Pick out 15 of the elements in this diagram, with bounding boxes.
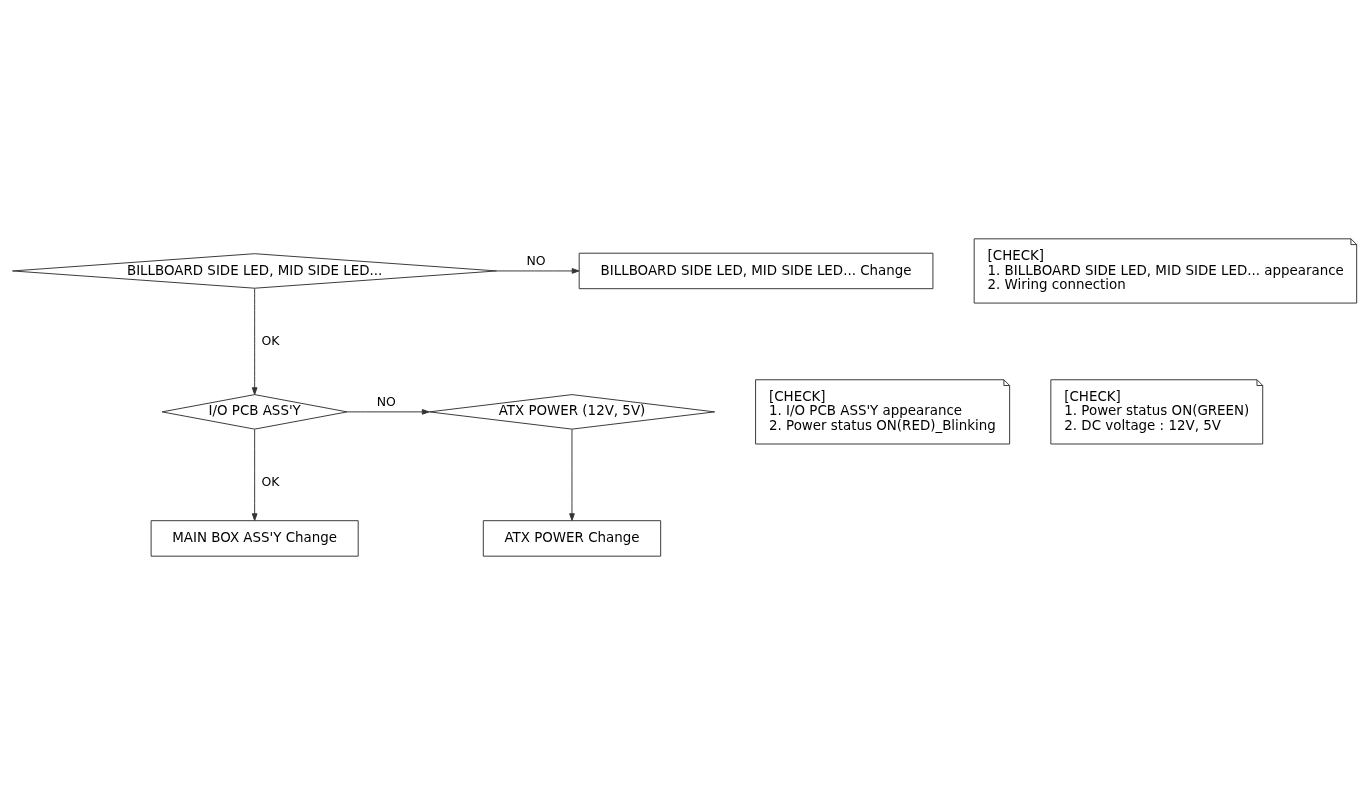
edge-label: OK (261, 332, 280, 348)
node-box: ATX POWER Change (482, 520, 662, 557)
node-diamond: BILLBOARD SIDE LED, MID SIDE LED... (12, 253, 498, 289)
node-diamond: I/O PCB ASS'Y (161, 394, 348, 430)
edge-label: OK (261, 473, 280, 489)
edge-label: NO (376, 393, 396, 409)
arrow (251, 287, 258, 395)
arrow (251, 428, 258, 521)
arrow (569, 428, 575, 521)
arrow (496, 268, 580, 274)
node-diamond: ATX POWER (12V, 5V) (428, 394, 716, 430)
arrow (346, 409, 430, 415)
node-box: BILLBOARD SIDE LED, MID SIDE LED... Change (578, 252, 934, 290)
node-box: MAIN BOX ASS'Y Change (150, 520, 359, 557)
edge-label: NO (526, 252, 546, 268)
